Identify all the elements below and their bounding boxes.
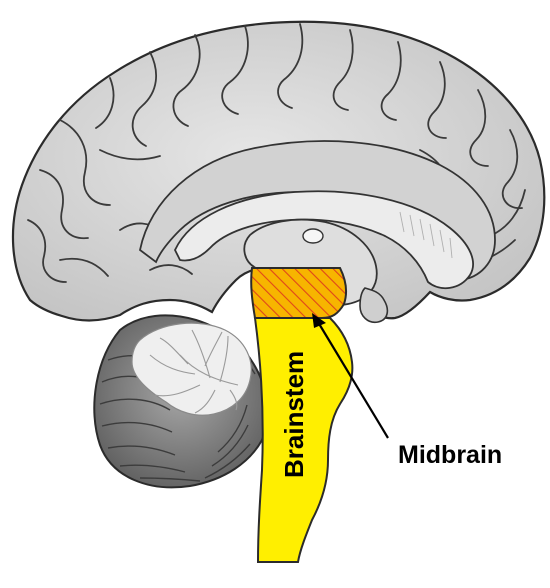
midbrain-region: [251, 268, 346, 318]
brainstem-label: Brainstem: [279, 351, 309, 478]
cerebellum: [94, 315, 267, 487]
interthalamic-adhesion: [303, 229, 323, 243]
midbrain-label: Midbrain: [398, 441, 502, 469]
